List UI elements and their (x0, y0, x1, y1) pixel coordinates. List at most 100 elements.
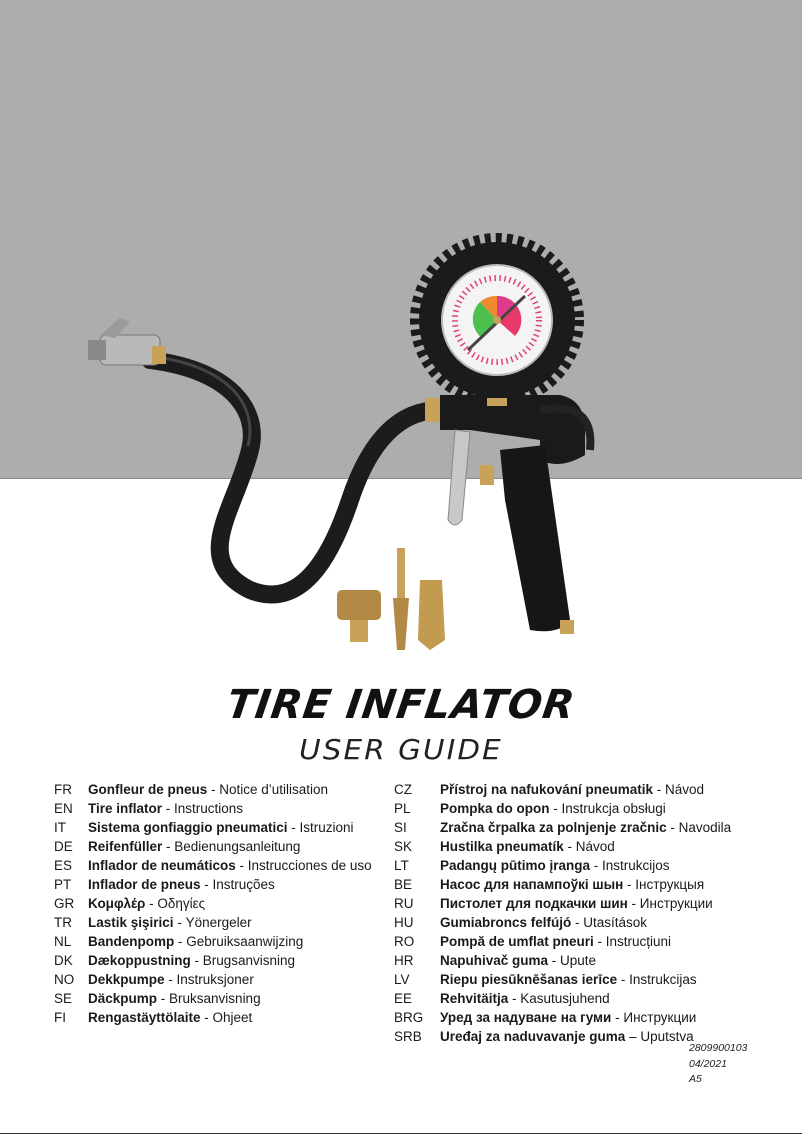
product-name: Pompka do opon (440, 801, 550, 816)
separator: - (549, 801, 562, 816)
language-code: SK (394, 839, 413, 854)
separator: - (627, 896, 640, 911)
language-code: DK (54, 953, 73, 968)
product-name: Inflador de neumáticos (88, 858, 236, 873)
language-code: CZ (394, 782, 412, 797)
document-type: Uputstva (640, 1029, 694, 1044)
language-code: DE (54, 839, 73, 854)
product-name: Gonfleur de pneus (88, 782, 208, 797)
product-name: Пистолет для подкачки шин (440, 896, 628, 911)
separator: - (623, 877, 636, 892)
document-type: Návod (575, 839, 615, 854)
separator: - (157, 991, 170, 1006)
document-type: Instrukcja obsługi (561, 801, 666, 816)
pressure-gauge (410, 233, 584, 407)
separator: - (235, 858, 248, 873)
document-type: Instruções (212, 877, 275, 892)
separator: - (145, 896, 158, 911)
language-entry: EE Rehvitäitja - Kasutusjuhend (394, 991, 731, 1010)
tire-inflator-product-image (88, 233, 595, 650)
product-name: Sistema gonfiaggio pneumatici (88, 820, 288, 835)
language-code: RO (394, 934, 415, 949)
product-name: Däckpump (88, 991, 158, 1006)
publication-date: 04/2021 (689, 1057, 727, 1070)
separator: - (590, 858, 603, 873)
product-name: Gumiabroncs felfújó (440, 915, 572, 930)
product-name: Uređaj za naduvavanje guma (440, 1029, 626, 1044)
separator: - (653, 782, 666, 797)
language-code: PT (54, 877, 72, 892)
product-name: Riepu piesūknēšanas ierīce (440, 972, 618, 987)
product-name: Přístroj na nafukování pneumatik (440, 782, 654, 797)
language-code: EN (54, 801, 73, 816)
document-type: Navodila (678, 820, 732, 835)
language-code: FI (54, 1010, 66, 1025)
language-code: FR (54, 782, 72, 797)
language-list-right: CZ Přístroj na nafukování pneumatik - Náv… (394, 782, 731, 1048)
language-code: NL (54, 934, 72, 949)
product-name: Lastik şişirici (88, 915, 174, 930)
separator: – (625, 1029, 641, 1044)
separator: - (571, 915, 584, 930)
document-type: Instrucciones de uso (247, 858, 372, 873)
separator: - (174, 934, 187, 949)
document-type: Yönergeler (185, 915, 252, 930)
bottom-rule (0, 1133, 802, 1134)
language-code: BRG (394, 1010, 424, 1025)
document-type: Kasutusjuhend (520, 991, 610, 1006)
document-meta: 2809900103 04/2021 A5 (689, 1041, 747, 1088)
language-list-left: FR Gonfleur de pneus - Notice d’utilisati… (54, 782, 372, 1029)
language-code: SI (394, 820, 407, 835)
document-type: Istruzioni (299, 820, 354, 835)
language-entry: FR Gonfleur de pneus - Notice d’utilisati… (54, 782, 372, 801)
separator: - (508, 991, 521, 1006)
document-type: Instructions (174, 801, 244, 816)
language-code: BE (394, 877, 413, 892)
language-entry: SK Hustilka pneumatík - Návod (394, 839, 731, 858)
adapter-set (337, 548, 445, 650)
document-type: Gebruiksaanwijzing (186, 934, 304, 949)
document-type: Brugsanvisning (202, 953, 296, 968)
gun-body (425, 395, 595, 634)
article-number: 2809900103 (689, 1042, 748, 1054)
product-name: Bandenpomp (88, 934, 175, 949)
product-name: Насос для напампоўкі шын (440, 877, 624, 892)
document-type: Notice d’utilisation (219, 782, 329, 797)
language-code: HR (394, 953, 414, 968)
separator: - (162, 801, 175, 816)
separator: - (200, 1010, 213, 1025)
product-name: Κομφλέρ (88, 896, 146, 911)
separator: - (563, 839, 576, 854)
product-name: Zračna črpalka za polnjenje zračnic (440, 820, 667, 835)
document-type: Instrucțiuni (605, 934, 672, 949)
language-code: LV (394, 972, 410, 987)
product-name: Уред за надуване на гуми (440, 1010, 612, 1025)
separator: - (162, 839, 175, 854)
hose (141, 351, 449, 604)
hero-background (0, 0, 802, 479)
product-name: Rehvitäitja (440, 991, 509, 1006)
language-code: SE (54, 991, 73, 1006)
product-name: Dækoppustning (88, 953, 191, 968)
separator: - (173, 915, 186, 930)
separator: - (207, 782, 220, 797)
product-name: Hustilka pneumatík (440, 839, 564, 854)
language-code: EE (394, 991, 413, 1006)
